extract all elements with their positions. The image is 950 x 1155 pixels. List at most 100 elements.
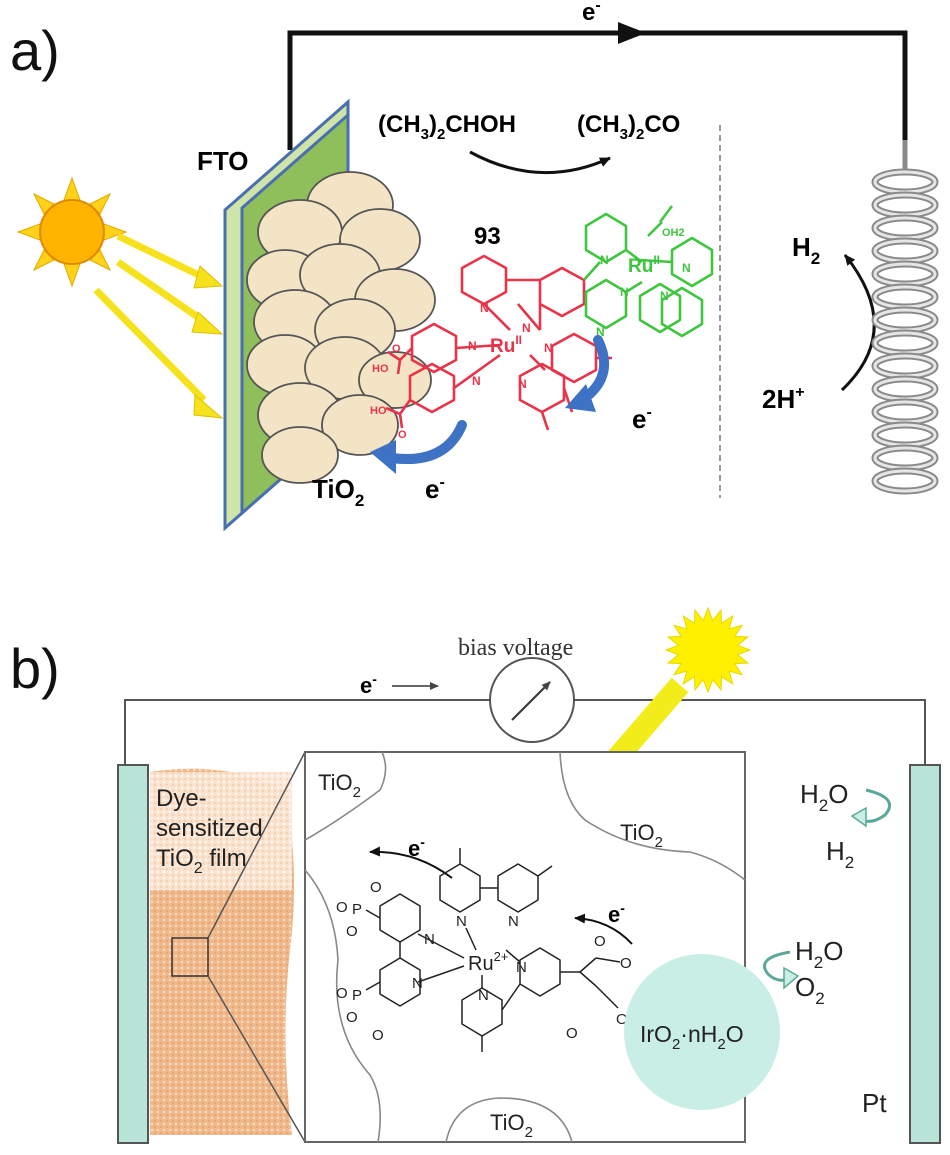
sun-burst-icon: [664, 606, 752, 694]
protons-label: 2H+: [762, 384, 805, 414]
panel-a-label: a): [10, 19, 60, 82]
carbonyl-o-2: O: [398, 429, 407, 441]
o2-label: O2: [795, 972, 825, 1008]
phosphorus-label: P: [352, 901, 362, 918]
nitrogen-label-b: N: [508, 913, 519, 930]
zoom-line-top: [207, 751, 306, 939]
ru-center-2: RuII: [628, 253, 660, 277]
film-label-line2: sensitized: [156, 815, 263, 842]
film-label-background: [150, 772, 292, 890]
light-ray: [116, 259, 207, 325]
tio2-region-label: TiO2: [620, 820, 663, 851]
voltmeter-needle: [511, 681, 551, 721]
oxygen-label: O: [594, 933, 606, 950]
film-label-line3: TiO2 film: [156, 845, 247, 877]
panel-b: b) bias voltage e- Dye- sensitized TiO2 …: [10, 606, 941, 1144]
carbonyl-o-1: O: [392, 343, 401, 355]
electron-transfer-arrow-left: [387, 420, 467, 464]
oxidation-arrow: [469, 150, 611, 175]
nitrogen-label-b: N: [516, 959, 527, 976]
pt-label: Pt: [862, 1088, 887, 1118]
oxygen-label: O: [346, 923, 358, 940]
oxygen-label: O: [336, 985, 348, 1002]
proton-reduction-arrow: [840, 254, 876, 392]
nitrogen-label-b: N: [456, 913, 467, 930]
carboxyl-ho-1: HO: [372, 363, 389, 375]
compound-number: 93: [474, 223, 501, 250]
iro2-label: IrO2·nH2O: [640, 1021, 744, 1053]
electron-label-b-top: e-: [360, 671, 377, 698]
nitrogen-label: N: [480, 301, 489, 315]
tio2-region-label: TiO2: [490, 1110, 533, 1141]
nitrogen-label-b: N: [478, 987, 489, 1004]
light-rays: [93, 232, 224, 419]
electron-label-top: e-: [582, 0, 601, 26]
water-oxidation-arrowhead: [783, 966, 800, 990]
coil-loop-highlight: [873, 469, 937, 493]
pt-coil-cathode: [871, 140, 939, 495]
phosphorus-label: P: [352, 987, 362, 1004]
green-ru-complex: [583, 205, 714, 338]
circuit-wire-a: [287, 30, 908, 150]
tio2-particle: [321, 394, 399, 456]
tio2-particles: [246, 171, 436, 484]
nitrogen-label: N: [468, 339, 477, 353]
nitrogen-label: N: [600, 253, 609, 267]
zoom-line-bottom: [207, 975, 306, 1143]
tio2-boundaries: [304, 751, 746, 1143]
electron-label-left-a: e-: [425, 474, 445, 504]
ru-center-b: Ru2+: [468, 949, 508, 975]
nitrogen-label: N: [596, 325, 605, 339]
electron-label-right-a: e-: [632, 404, 652, 434]
nitrogen-label: N: [682, 261, 691, 275]
tio2-particle: [261, 426, 339, 484]
electron-regeneration-arrow: [574, 913, 633, 945]
electron-transfer-arrow-right: [580, 335, 610, 403]
molecule-labels-a: RuII RuII OH2 HO HO O O N N N N N N N N …: [370, 227, 691, 441]
electron-transfer-arrowhead: [565, 384, 596, 412]
sun-icon: [16, 176, 128, 288]
h2-label-a: H2: [792, 232, 820, 268]
zoom-region-box: [171, 937, 209, 977]
nitrogen-label: N: [660, 289, 669, 303]
oxygen-label: O: [372, 1027, 384, 1044]
ru-center-1: RuII: [490, 333, 522, 357]
tio2-label-a: TiO2: [312, 474, 364, 510]
nitrogen-label: N: [522, 321, 531, 335]
ru-bpy-dye: [365, 848, 621, 1052]
h2-label-b: H2: [826, 836, 854, 872]
product-acetone: (CH3)2CO: [577, 111, 680, 143]
dye-molecule-93: [385, 205, 714, 431]
oxygen-label: O: [346, 1009, 358, 1026]
iro2-nanoparticle: [624, 954, 780, 1110]
tio2-region-label: TiO2: [318, 770, 361, 801]
oxygen-label: O: [566, 1025, 578, 1042]
pt-cathode-electrode: [909, 764, 941, 1144]
reactant-isopropanol: (CH3)2CHOH: [378, 111, 516, 143]
fto-label: FTO: [197, 146, 249, 176]
water-label-top: H2O: [800, 779, 848, 815]
film-label-line1: Dye-: [156, 785, 207, 812]
oxygen-label: O: [616, 1011, 628, 1028]
nitrogen-label-b: N: [412, 975, 423, 992]
nitrogen-label: N: [472, 374, 481, 388]
carboxyl-ho-2: HO: [370, 405, 387, 417]
water-label-mid: H2O: [795, 936, 843, 972]
circuit-wire-b: [124, 699, 490, 765]
water-reduction-arrowhead: [850, 806, 867, 828]
oxygen-label: O: [370, 879, 382, 896]
nitrogen-label-b: N: [424, 931, 435, 948]
electron-label-b1: e-: [408, 834, 425, 861]
electron-label-b2: e-: [608, 900, 625, 927]
nitrogen-label: N: [620, 285, 629, 299]
coil-loops: [871, 168, 939, 495]
bias-voltage-label: bias voltage: [458, 635, 573, 661]
electron-flow-arrowhead-top: [618, 22, 646, 44]
nitrogen-label: N: [544, 341, 553, 355]
light-ray: [93, 287, 207, 403]
panel-a: a) e- FTO TiO2: [10, 0, 939, 532]
panel-b-label: b): [10, 637, 60, 700]
oxygen-label: O: [620, 955, 632, 972]
nitrogen-label: N: [518, 377, 527, 391]
